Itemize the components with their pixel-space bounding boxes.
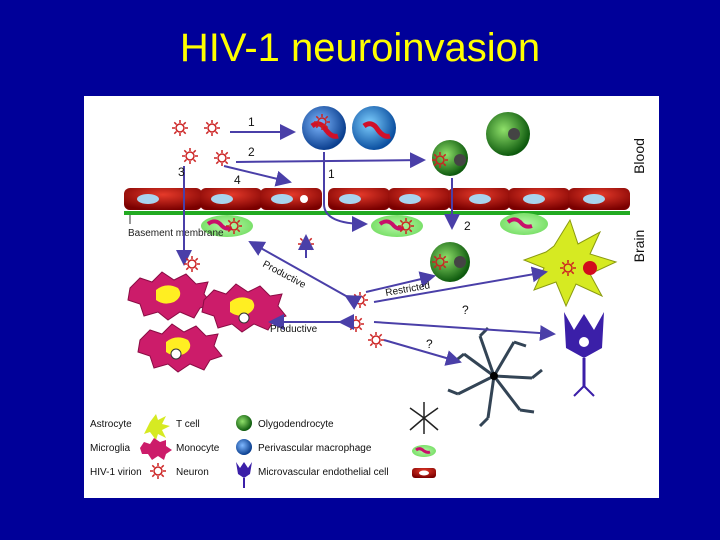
legend-label-oligodendrocyte: Olygodendrocyte <box>258 419 334 430</box>
oligodendrocyte-legend-small-icon <box>409 402 439 434</box>
virion-icon <box>181 147 199 165</box>
slide-title: HIV-1 neuroinvasion <box>179 26 541 70</box>
diagram-panel: Blood Brain Basement membrane <box>84 96 659 498</box>
microglia-icon <box>137 323 223 373</box>
microglia-legend-icon <box>140 438 172 460</box>
infected-monocyte-icon <box>302 106 346 150</box>
virion-icon <box>347 315 365 333</box>
legend-label-neuron: Neuron <box>176 467 209 478</box>
blood-vessel-wall <box>124 188 630 210</box>
route-number: 3 <box>178 165 185 179</box>
neuroinvasion-diagram: Blood Brain Basement membrane <box>90 106 647 488</box>
region-label-brain: Brain <box>631 230 647 263</box>
virion-icon <box>203 119 221 137</box>
legend-label-t-cell: T cell <box>176 419 200 430</box>
virion-legend-icon <box>149 462 167 480</box>
infection-arrows <box>248 234 556 366</box>
route-number: 1 <box>248 115 255 129</box>
arrow-label-unknown: ? <box>426 337 433 351</box>
route-arrows <box>176 124 460 266</box>
t-cell-blood-icon <box>431 140 468 176</box>
t-cell-brain-icon <box>430 242 470 282</box>
oligodendrocyte-legend-icon <box>236 415 252 431</box>
arrow-label-unknown: ? <box>462 303 469 317</box>
virion-icon <box>171 119 189 137</box>
basement-membrane-label: Basement membrane <box>128 228 224 239</box>
virion-icon <box>351 291 369 309</box>
legend-label-astrocyte: Astrocyte <box>90 419 132 430</box>
route-number: 2 <box>464 219 471 233</box>
virion-icon <box>367 331 385 349</box>
legend-label-virion: HIV-1 virion <box>90 467 142 478</box>
legend-label-monocyte: Monocyte <box>176 443 220 454</box>
microglia-icon <box>127 271 213 321</box>
region-label-blood: Blood <box>631 138 647 174</box>
legend-label-microglia: Microglia <box>90 443 130 454</box>
arrow-label-productive: Productive <box>261 259 308 291</box>
perivascular-macrophages <box>201 213 548 237</box>
legend-label-endothelial: Microvascular endothelial cell <box>258 467 389 478</box>
legend: Astrocyte T cell Olygodendrocyte Microgl… <box>90 402 439 488</box>
route-number: 4 <box>234 173 241 187</box>
legend-label-perivascular-macrophage: Perivascular macrophage <box>258 443 372 454</box>
virion-icon <box>213 149 231 167</box>
route-number: 1 <box>328 167 335 181</box>
astrocyte-legend-icon <box>144 414 170 440</box>
t-cell-blood-icon <box>486 112 530 156</box>
virion-icon <box>183 255 201 273</box>
neuron-icon <box>564 312 604 397</box>
neuron-legend-icon <box>236 462 252 478</box>
basement-membrane-line <box>124 211 630 215</box>
arrow-label-productive: Productive <box>270 324 318 335</box>
astrocyte-icon <box>522 218 618 308</box>
route-number: 2 <box>248 145 255 159</box>
macrophage-legend-icon <box>236 439 252 455</box>
monocyte-icon <box>352 106 396 150</box>
